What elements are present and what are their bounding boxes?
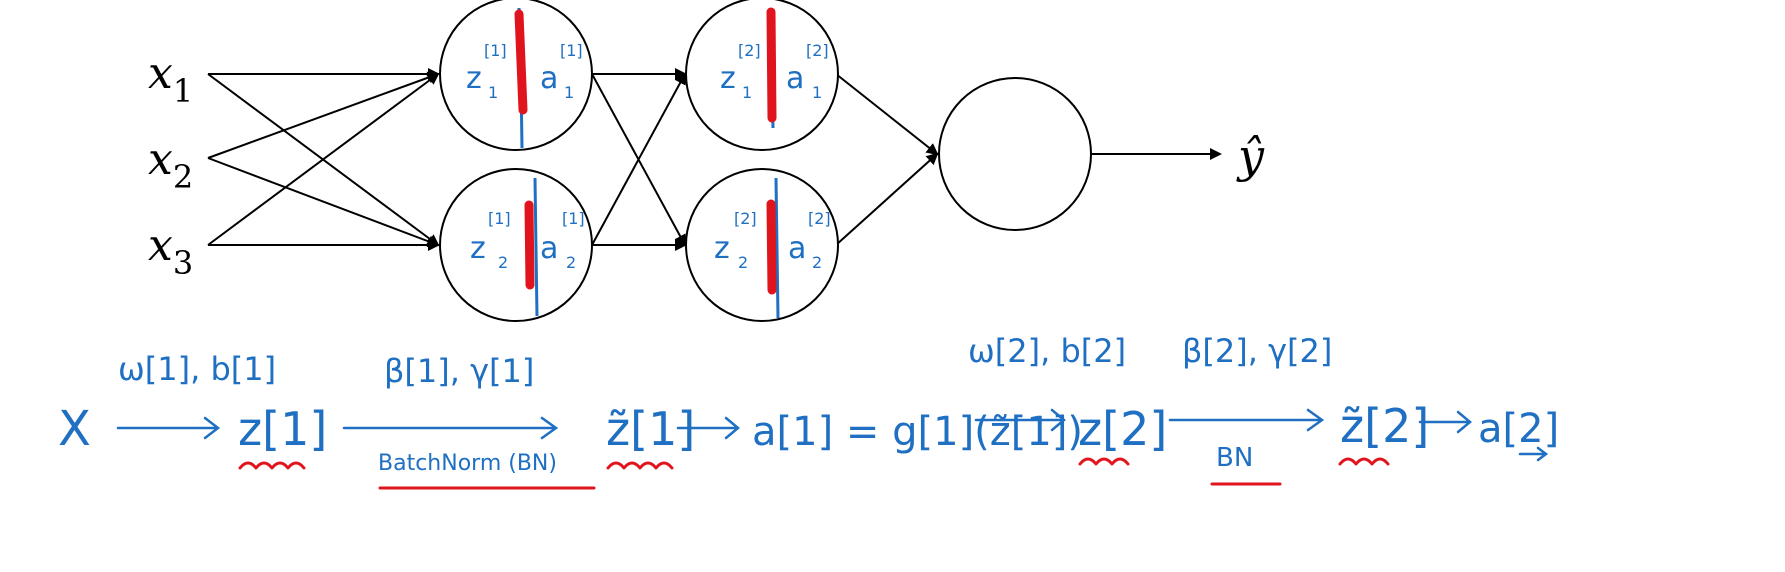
layer1-node-2: z [1] 2 a [1] 2 [439, 168, 593, 322]
pipeline-ztilde2: z̃[2] [1340, 399, 1429, 453]
underline-ztilde1 [606, 461, 674, 470]
pipeline-batchnorm-label: BatchNorm (BN) [378, 451, 557, 476]
svg-text:1: 1 [812, 83, 822, 102]
pipeline-a1: a[1] = g[1](z̃[1]) [752, 409, 1083, 455]
arrow-ztilde2-to-a2 [1418, 410, 1472, 434]
output-y-hat: ŷ [1236, 129, 1265, 183]
svg-text:a: a [540, 231, 558, 266]
svg-text:ŷ: ŷ [1236, 129, 1265, 183]
svg-text:2: 2 [738, 253, 748, 272]
arrow-a1-to-z2 [974, 408, 1066, 432]
svg-text:z: z [720, 61, 736, 96]
svg-text:a: a [786, 61, 804, 96]
svg-text:1: 1 [488, 83, 498, 102]
arrow-z2-to-ztilde2 [1168, 408, 1325, 432]
svg-text:x3: x3 [148, 220, 193, 282]
svg-text:[1]: [1] [484, 41, 507, 60]
pipeline-wb2: ω[2], b[2] [968, 332, 1126, 370]
arrow-z1-to-ztilde1 [342, 416, 559, 440]
edges-layer1-to-layer2 [591, 68, 687, 251]
svg-text:[2]: [2] [806, 41, 829, 60]
svg-text:x1: x1 [148, 48, 193, 110]
svg-text:a: a [540, 61, 558, 96]
svg-text:z: z [714, 231, 730, 266]
underline-ztilde2 [1338, 457, 1390, 466]
pipeline-z1: z[1] [238, 402, 327, 456]
svg-text:x2: x2 [148, 134, 193, 196]
svg-text:[1]: [1] [560, 41, 583, 60]
pipeline-wb1: ω[1], b[1] [118, 350, 276, 388]
svg-text:1: 1 [742, 83, 752, 102]
input-x3: x3 [148, 220, 193, 282]
edges-input-to-layer1 [207, 68, 440, 251]
underline-z1 [238, 461, 306, 470]
layer2-node-1: z [2] 1 a [2] 1 [685, 0, 839, 151]
pipeline-beta-gamma2: β[2], γ[2] [1182, 332, 1332, 370]
batchnorm-pipeline: X ω[1], b[1] z[1] β[1], γ[1] BatchNorm (… [58, 332, 1559, 490]
output-node [938, 77, 1092, 231]
layer2-node-2: z [2] 2 a [2] 2 [685, 168, 839, 322]
layer1-node-1: z [1] 1 a [1] 1 [439, 0, 593, 151]
svg-text:[2]: [2] [734, 209, 757, 228]
edges-layer2-to-output [835, 73, 1222, 246]
pipeline-z2: z[2] [1078, 402, 1167, 456]
svg-text:a: a [788, 231, 806, 266]
arrow-a2-continue [1518, 446, 1549, 462]
svg-text:[1]: [1] [488, 209, 511, 228]
pipeline-beta-gamma1: β[1], γ[1] [384, 352, 534, 390]
svg-text:2: 2 [812, 253, 822, 272]
svg-text:[1]: [1] [562, 209, 585, 228]
input-x2: x2 [148, 134, 193, 196]
svg-text:[2]: [2] [738, 41, 761, 60]
svg-text:z: z [466, 61, 482, 96]
underline-z2 [1078, 457, 1130, 466]
svg-text:1: 1 [564, 83, 574, 102]
svg-text:2: 2 [566, 253, 576, 272]
pipeline-a2: a[2] [1478, 406, 1559, 452]
arrow-x-to-z1 [116, 416, 221, 440]
input-x1: x1 [148, 48, 193, 110]
arrow-ztilde1-to-a1 [676, 416, 740, 440]
pipeline-bn-label: BN [1216, 443, 1253, 473]
pipeline-x: X [58, 401, 91, 457]
svg-text:2: 2 [498, 253, 508, 272]
svg-text:[2]: [2] [808, 209, 831, 228]
svg-text:z: z [470, 231, 486, 266]
